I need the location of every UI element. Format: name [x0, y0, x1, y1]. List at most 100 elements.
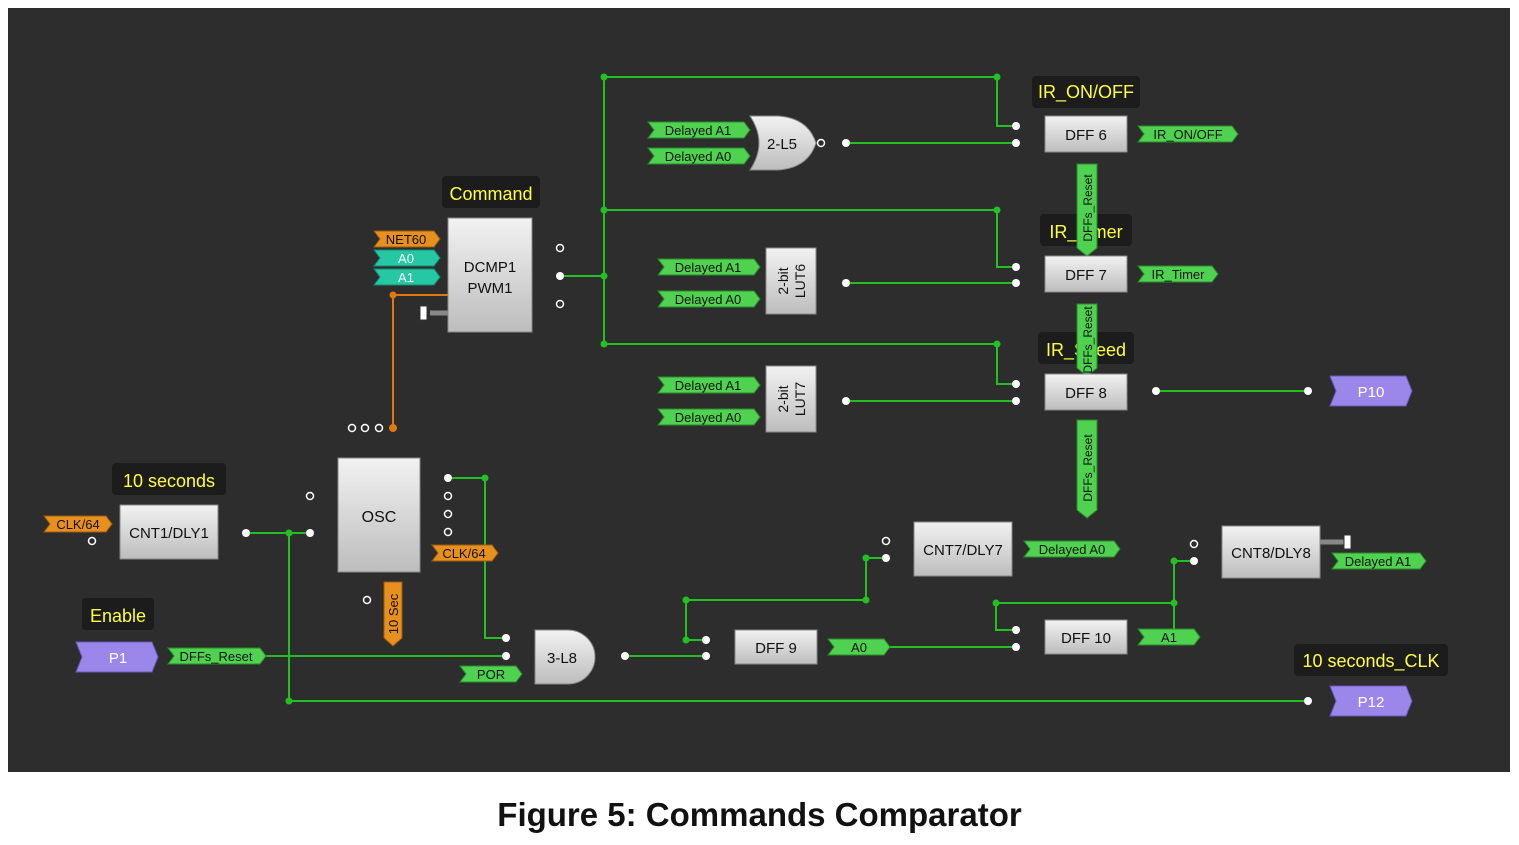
- junction: [993, 340, 1001, 348]
- junction: [285, 697, 293, 705]
- open-pin: [305, 491, 315, 501]
- open-pin: [555, 243, 565, 253]
- tag-a0-text: A0: [398, 251, 414, 266]
- lut7-block[interactable]: [765, 365, 817, 433]
- junctions: [285, 73, 1178, 705]
- tag-lut7-a0: [657, 408, 761, 426]
- tag-l5-a0-text: Delayed A0: [665, 149, 732, 164]
- tag-a0-out-text: A0: [851, 640, 867, 655]
- lut6-label-2: LUT6: [792, 264, 808, 298]
- dff7-block[interactable]: [1044, 255, 1128, 293]
- label-box: [1032, 76, 1140, 108]
- tag-cnt7-out: [1023, 540, 1121, 558]
- pin-p12[interactable]: [1329, 685, 1413, 717]
- junction: [600, 272, 608, 280]
- dff8-block[interactable]: [1044, 373, 1128, 411]
- l8-gate[interactable]: [534, 629, 596, 685]
- pin-dot: [842, 139, 850, 147]
- cnt8-label: CNT8/DLY8: [1231, 545, 1311, 562]
- wire: [865, 557, 886, 600]
- wires: [246, 76, 1344, 702]
- open-pin: [443, 509, 453, 519]
- open-pin: [362, 595, 372, 605]
- pin-dot: [556, 272, 564, 280]
- tag-lut6-a1-text: Delayed A1: [675, 260, 742, 275]
- label-box: [112, 463, 226, 495]
- cnt8-block[interactable]: [1221, 525, 1321, 579]
- reset-tag-2: [1076, 303, 1098, 377]
- dcmp1-block[interactable]: [447, 217, 533, 333]
- dff9-block[interactable]: [734, 629, 818, 665]
- pin-p10[interactable]: [1329, 375, 1413, 407]
- pin-p1[interactable]: [75, 641, 159, 673]
- open-pin: [347, 423, 357, 433]
- label-ir-on-off: IR_ON/OFF: [1038, 82, 1134, 103]
- pin-dot: [702, 636, 710, 644]
- lut6-block[interactable]: [765, 247, 817, 315]
- cnt8-stub-end: [1343, 534, 1352, 550]
- pin-dot: [1304, 387, 1312, 395]
- label-ten-seconds-clk: 10 seconds_CLK: [1302, 651, 1439, 672]
- label-box: [442, 176, 540, 208]
- dff10-block[interactable]: [1044, 619, 1128, 655]
- junction: [993, 73, 1001, 81]
- cnt1-block[interactable]: [119, 504, 219, 560]
- open-pin: [443, 491, 453, 501]
- pin-dot: [1012, 139, 1020, 147]
- junction: [600, 206, 608, 214]
- pin-dot: [444, 474, 452, 482]
- label-box: [82, 598, 154, 630]
- tag-p1-out: [167, 647, 267, 665]
- l5-label: 2-L5: [767, 136, 797, 153]
- pin-p1-label: P1: [109, 650, 127, 667]
- junction: [600, 73, 608, 81]
- pin-dot: [502, 634, 510, 642]
- tag-lut6-a0-text: Delayed A0: [675, 292, 742, 307]
- dcmp1-label-2: PWM1: [468, 280, 513, 297]
- label-ten-seconds: 10 seconds: [123, 471, 215, 491]
- pin-dot: [1012, 626, 1020, 634]
- pin-dot: [1304, 697, 1312, 705]
- osc-orange-pin: [389, 424, 397, 432]
- dff6-block[interactable]: [1044, 115, 1128, 153]
- open-pin: [881, 536, 891, 546]
- reset-tag-1-text: DFFs_Reset: [1081, 174, 1095, 242]
- junction: [682, 596, 690, 604]
- pin-dot: [1012, 397, 1020, 405]
- open-pins: [87, 138, 1199, 605]
- tag-a0: [373, 249, 441, 267]
- tag-por: [459, 665, 523, 683]
- junction: [389, 291, 397, 299]
- open-pin: [87, 536, 97, 546]
- schematic-svg: IR_ON/OFF IR_Timer IR_Speed Command 10 s…: [43, 73, 1448, 717]
- tag-lut7-a1-text: Delayed A1: [675, 378, 742, 393]
- junction: [1170, 557, 1178, 565]
- dcmp1-label-1: DCMP1: [464, 259, 517, 276]
- tag-clk64-left-text: CLK/64: [56, 517, 99, 532]
- open-pin: [443, 527, 453, 537]
- pin-p12-label: P12: [1358, 694, 1385, 711]
- dcmp-stub-end: [419, 305, 428, 321]
- cnt7-block[interactable]: [913, 521, 1013, 577]
- tag-lut6-a0: [657, 290, 761, 308]
- wire: [604, 209, 1016, 268]
- lut6-label-1: 2-bit: [775, 267, 791, 294]
- reset-tag-1: [1076, 163, 1098, 257]
- tag-l5-a1: [647, 121, 751, 139]
- label-enable: Enable: [90, 606, 146, 626]
- junction: [993, 206, 1001, 214]
- pin-dot: [702, 652, 710, 660]
- lut7-label-2: LUT7: [792, 382, 808, 416]
- tag-p1-out-text: DFFs_Reset: [180, 649, 253, 664]
- wire: [685, 600, 706, 641]
- label-box: [1294, 644, 1448, 676]
- l5-gate[interactable]: [749, 115, 817, 171]
- reset-tag-3-text: DFFs_Reset: [1081, 434, 1095, 502]
- cnt1-label: CNT1/DLY1: [129, 525, 209, 542]
- junction: [600, 340, 608, 348]
- osc-block[interactable]: [337, 457, 421, 573]
- open-pin: [1189, 539, 1199, 549]
- tag-a1-out: [1137, 628, 1201, 646]
- schematic-canvas: IR_ON/OFF IR_Timer IR_Speed Command 10 s…: [8, 8, 1510, 772]
- tag-ten-sec-text: 10 Sec: [386, 593, 401, 634]
